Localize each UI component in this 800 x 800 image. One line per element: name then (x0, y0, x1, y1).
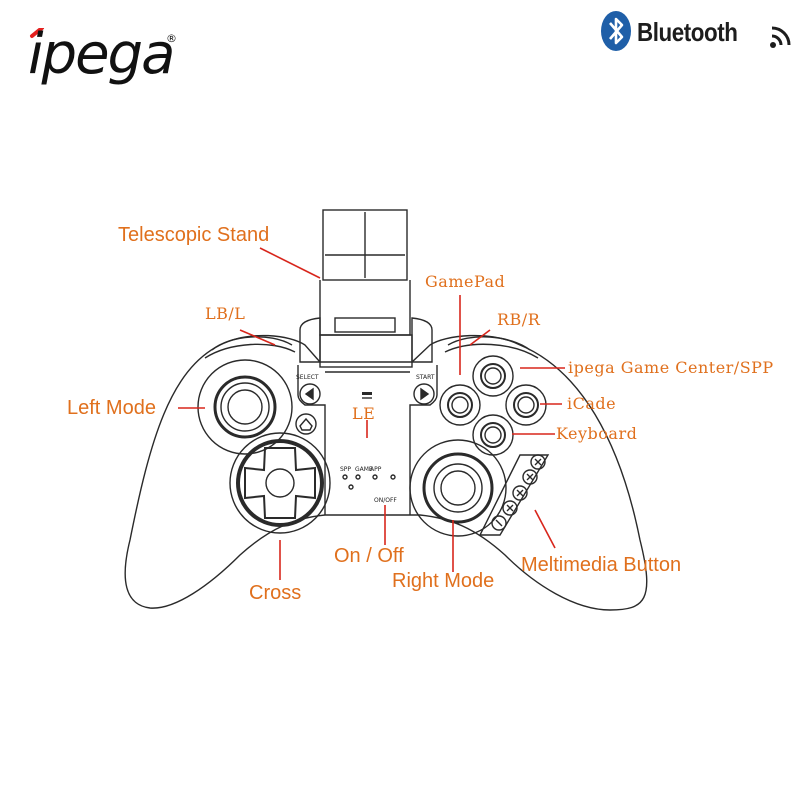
start-marking: START (416, 374, 435, 381)
label-telescopic-stand: Telescopic Stand (118, 224, 270, 246)
label-multimedia-button: Meltimedia Button (521, 554, 682, 576)
label-lb-l: LB/L (205, 304, 246, 323)
bluetooth-text: Bluetooth (637, 17, 738, 47)
logo-accent-icon (30, 28, 44, 38)
label-icade: iCade (567, 394, 617, 413)
bluetooth-icon (601, 11, 631, 51)
dpad-ring (229, 432, 331, 534)
stand-arm (319, 280, 411, 336)
label-gamepad: GamePad (425, 272, 506, 291)
mode-marking-app: APP (370, 466, 382, 473)
face-buttons (439, 355, 547, 456)
label-cross: Cross (249, 582, 302, 604)
label-rb-r: RB/R (497, 310, 541, 329)
callout-lines (178, 247, 565, 580)
select-marking: SELECT (296, 374, 319, 381)
label-left-mode: Left Mode (67, 397, 156, 419)
ipega-logo (22, 28, 192, 98)
label-on-off: On / Off (334, 545, 404, 567)
mode-marking-spp: SPP (340, 466, 352, 473)
label-keyboard: Keyboard (556, 424, 638, 443)
mode-marking-game: GAME (355, 466, 373, 473)
label-le: LE (352, 404, 376, 423)
right-stick-outer (409, 439, 507, 537)
signal-wave-icon (770, 26, 791, 48)
onoff-marking: ON/OFF (374, 497, 397, 504)
stand-top (322, 209, 408, 281)
left-stick-outer (197, 359, 293, 455)
registered-mark: ® (166, 32, 177, 45)
logo-text: ipega (28, 22, 175, 87)
label-ipega-game-center: ipega Game Center/SPP (568, 358, 774, 377)
label-right-mode: Right Mode (392, 570, 495, 592)
